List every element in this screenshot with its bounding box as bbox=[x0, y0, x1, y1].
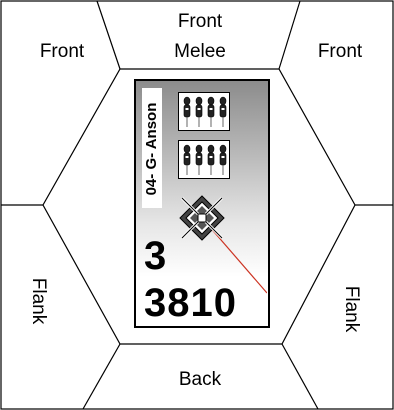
divider-top-right bbox=[279, 1, 300, 69]
troop-figures-block bbox=[178, 140, 230, 179]
zone-label-front-melee-line2: Melee bbox=[155, 42, 245, 61]
zone-label-front-left: Front bbox=[22, 42, 102, 61]
divider-bottom-left bbox=[83, 344, 120, 409]
unit-stat-top: 3 bbox=[144, 236, 166, 276]
compass-rose-icon bbox=[180, 196, 224, 240]
troop-figures-block bbox=[178, 92, 230, 131]
zone-label-flank-right: Flank bbox=[342, 272, 361, 346]
unit-stat-bottom: 3810 bbox=[144, 283, 237, 323]
soldier-figures-icon bbox=[179, 141, 231, 180]
zone-label-front-right: Front bbox=[300, 42, 380, 61]
unit-id-label: 04- G- Anson bbox=[143, 89, 161, 209]
zone-label-back: Back bbox=[155, 370, 245, 389]
unit-counter[interactable]: 04- G- Anson bbox=[134, 79, 270, 328]
unit-id-panel: 04- G- Anson bbox=[142, 88, 162, 208]
zone-label-flank-left: Flank bbox=[29, 264, 48, 338]
soldier-figures-icon bbox=[179, 93, 231, 132]
divider-bottom-right bbox=[282, 344, 318, 409]
zone-label-front-melee-line1: Front bbox=[155, 12, 245, 31]
